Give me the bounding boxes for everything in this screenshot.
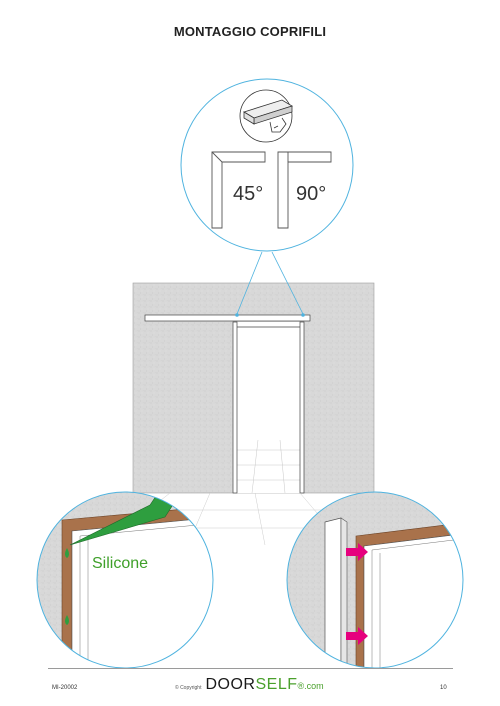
angle-90-label: 90° [296,183,326,205]
top-detail-circle: 45° 90° [180,78,354,252]
press-arrow-icon [346,543,368,561]
loose-trim-board [324,517,342,668]
callout-dot-right [301,313,305,317]
brand-logo: © Copyright DOOR SELF ®.com [175,676,365,694]
top-trim [144,314,311,322]
left-jamb [232,321,238,494]
callout-dot-left [235,313,239,317]
silicone-label: Silicone [92,555,148,572]
press-trim-detail-circle [286,491,464,669]
wall-scene [109,282,375,546]
silicone-drop-icon [65,548,69,558]
angle-45-label: 45° [233,183,263,205]
corridor-floor [237,439,300,494]
trim-section-sketch [239,89,293,143]
footer-divider [48,668,453,669]
document-code: MI-20002 [52,685,78,691]
callout-lines [236,251,304,315]
brand-self: SELF [255,676,298,693]
page-number: 10 [440,685,447,691]
right-jamb [299,321,305,494]
silicone-drop-icon [65,615,69,625]
brand-door: DOOR [205,676,256,693]
page-title: MONTAGGIO COPRIFILI [173,24,327,39]
silicone-detail-circle: Silicone [36,491,214,669]
press-arrow-icon [346,627,368,645]
brand-domain: ®.com [297,681,324,691]
copyright-text: © Copyright [175,685,202,691]
door-opening [237,322,300,493]
